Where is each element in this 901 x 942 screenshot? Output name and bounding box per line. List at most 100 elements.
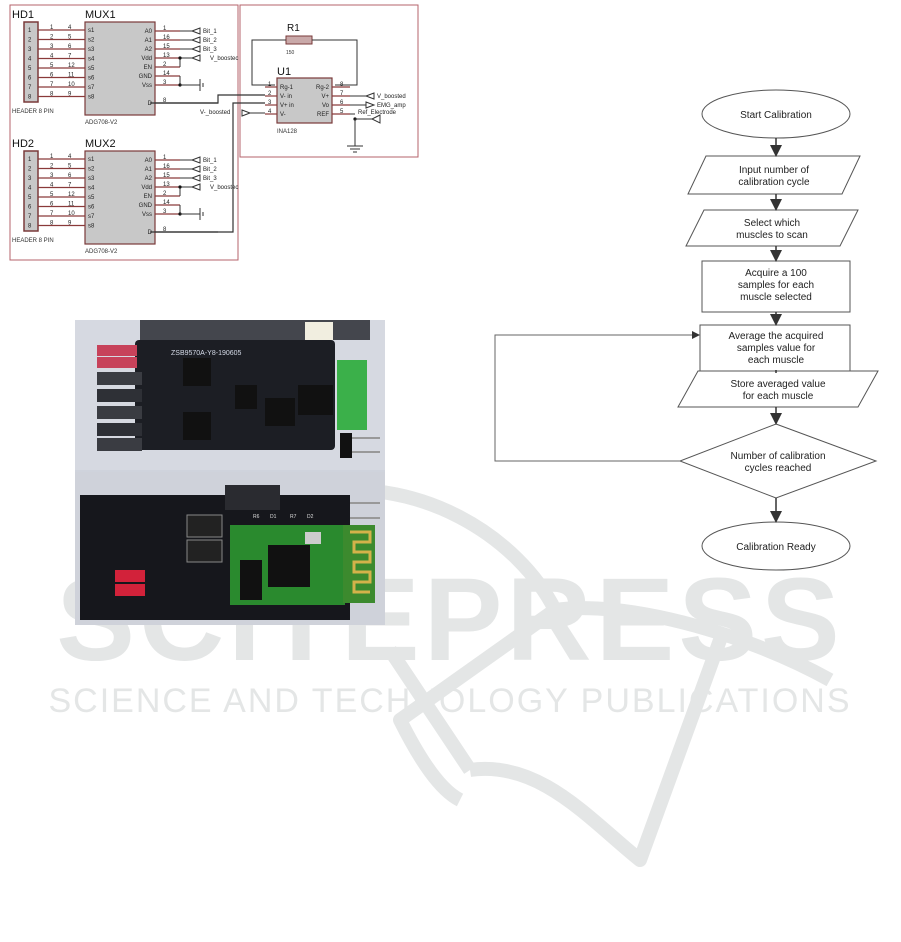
svg-text:15: 15	[163, 173, 170, 179]
svg-text:8: 8	[28, 95, 32, 101]
svg-text:s8: s8	[88, 224, 95, 230]
net-port-icon	[190, 156, 201, 164]
flow-average-label-1: Average the acquired	[729, 331, 824, 342]
mux-chip	[84, 21, 156, 116]
mux-label: MUX1	[85, 9, 116, 21]
svg-text:5: 5	[50, 63, 54, 69]
flow-acquire-label-3: muscle selected	[740, 292, 812, 303]
board-marking: ZSB9570A-Y8-190605	[171, 350, 242, 357]
flow-average-label-3: each muscle	[748, 355, 805, 366]
svg-text:V-: V-	[280, 112, 286, 118]
svg-text:3: 3	[50, 44, 54, 50]
svg-text:8: 8	[50, 92, 54, 98]
flow-select-label-2: muscles to scan	[736, 230, 808, 241]
svg-text:3: 3	[28, 47, 32, 53]
svg-text:5: 5	[68, 164, 72, 170]
svg-text:2: 2	[50, 35, 54, 41]
net-label: V_boosted	[377, 94, 406, 100]
svg-text:3: 3	[163, 80, 167, 86]
svg-text:9: 9	[68, 92, 72, 98]
silk-d2: D2	[307, 514, 314, 520]
flow-store	[677, 370, 879, 408]
flow-acquire-label-2: samples for each	[738, 280, 814, 291]
net-port-icon	[190, 36, 201, 44]
net-port-icon	[190, 165, 201, 173]
calibration-flowchart: Start Calibration Input number of calibr…	[494, 89, 879, 571]
svg-text:2: 2	[268, 91, 272, 97]
svg-text:7: 7	[50, 211, 54, 217]
svg-text:6: 6	[68, 44, 72, 50]
svg-text:s1: s1	[88, 28, 95, 34]
silk-d1: D1	[270, 514, 277, 520]
svg-text:s5: s5	[88, 195, 95, 201]
svg-text:Vo: Vo	[322, 103, 330, 109]
net-port-icon	[364, 92, 375, 100]
svg-text:5: 5	[340, 109, 344, 115]
net-label: Bit_3	[203, 176, 217, 182]
svg-text:V+: V+	[321, 94, 329, 100]
net-label: Bit_2	[203, 38, 217, 44]
vminus-net-label: V-_boosted	[200, 110, 230, 116]
green-connector	[337, 360, 367, 430]
svg-text:V+ in: V+ in	[280, 103, 294, 109]
svg-text:Rg-2: Rg-2	[316, 85, 330, 91]
net-label: Bit_2	[203, 167, 217, 173]
flow-store-label-2: for each muscle	[743, 391, 814, 402]
svg-text:4: 4	[50, 54, 54, 60]
svg-text:EN: EN	[144, 194, 152, 200]
svg-text:10: 10	[68, 211, 75, 217]
flow-input-cycles	[687, 155, 861, 195]
net-port-icon	[190, 45, 201, 53]
svg-text:Vss: Vss	[142, 212, 152, 218]
svg-text:s8: s8	[88, 95, 95, 101]
svg-text:s7: s7	[88, 85, 95, 91]
svg-text:16: 16	[163, 35, 170, 41]
header-footer: HEADER 8 PIN	[12, 238, 54, 244]
svg-text:1: 1	[50, 154, 54, 160]
svg-text:11: 11	[68, 202, 75, 208]
svg-text:4: 4	[28, 186, 32, 192]
svg-text:D: D	[148, 230, 153, 236]
svg-text:s2: s2	[88, 167, 95, 173]
board-photo-render: ZSB9570A-Y8-190605 R6 D1 R7 D2	[75, 320, 385, 625]
u1-label: U1	[277, 66, 291, 78]
svg-text:12: 12	[68, 192, 75, 198]
flow-input-label-1: Input number of	[739, 165, 809, 176]
net-label: Bit_1	[203, 29, 217, 35]
svg-text:Vdd: Vdd	[141, 56, 152, 62]
flow-decision-label-1: Number of calibration	[730, 451, 825, 462]
svg-text:14: 14	[163, 200, 170, 206]
net-label: Ref_Electrode	[358, 110, 397, 116]
svg-text:6: 6	[50, 202, 54, 208]
header-connector	[23, 150, 39, 232]
svg-text:1: 1	[28, 157, 32, 163]
svg-text:8: 8	[163, 227, 167, 233]
ground-icon	[347, 119, 363, 153]
svg-text:s3: s3	[88, 47, 95, 53]
svg-text:8: 8	[50, 221, 54, 227]
svg-text:13: 13	[163, 182, 170, 188]
svg-text:6: 6	[28, 76, 32, 82]
flow-end-label: Calibration Ready	[736, 542, 816, 553]
net-label: Bit_1	[203, 158, 217, 164]
svg-text:A0: A0	[145, 158, 153, 164]
u1-part: INA128	[277, 129, 298, 135]
flow-select-label-1: Select which	[744, 218, 800, 229]
svg-text:s3: s3	[88, 176, 95, 182]
svg-text:4: 4	[50, 183, 54, 189]
svg-text:12: 12	[68, 63, 75, 69]
svg-text:1: 1	[28, 28, 32, 34]
svg-text:Vss: Vss	[142, 83, 152, 89]
svg-text:s4: s4	[88, 186, 95, 192]
svg-text:6: 6	[340, 100, 344, 106]
svg-text:REF: REF	[317, 112, 329, 118]
net-port-icon	[365, 101, 376, 109]
net-label: EMG_amp	[377, 103, 406, 109]
svg-text:8: 8	[28, 224, 32, 230]
svg-text:3: 3	[268, 100, 272, 106]
svg-text:5: 5	[28, 66, 32, 72]
